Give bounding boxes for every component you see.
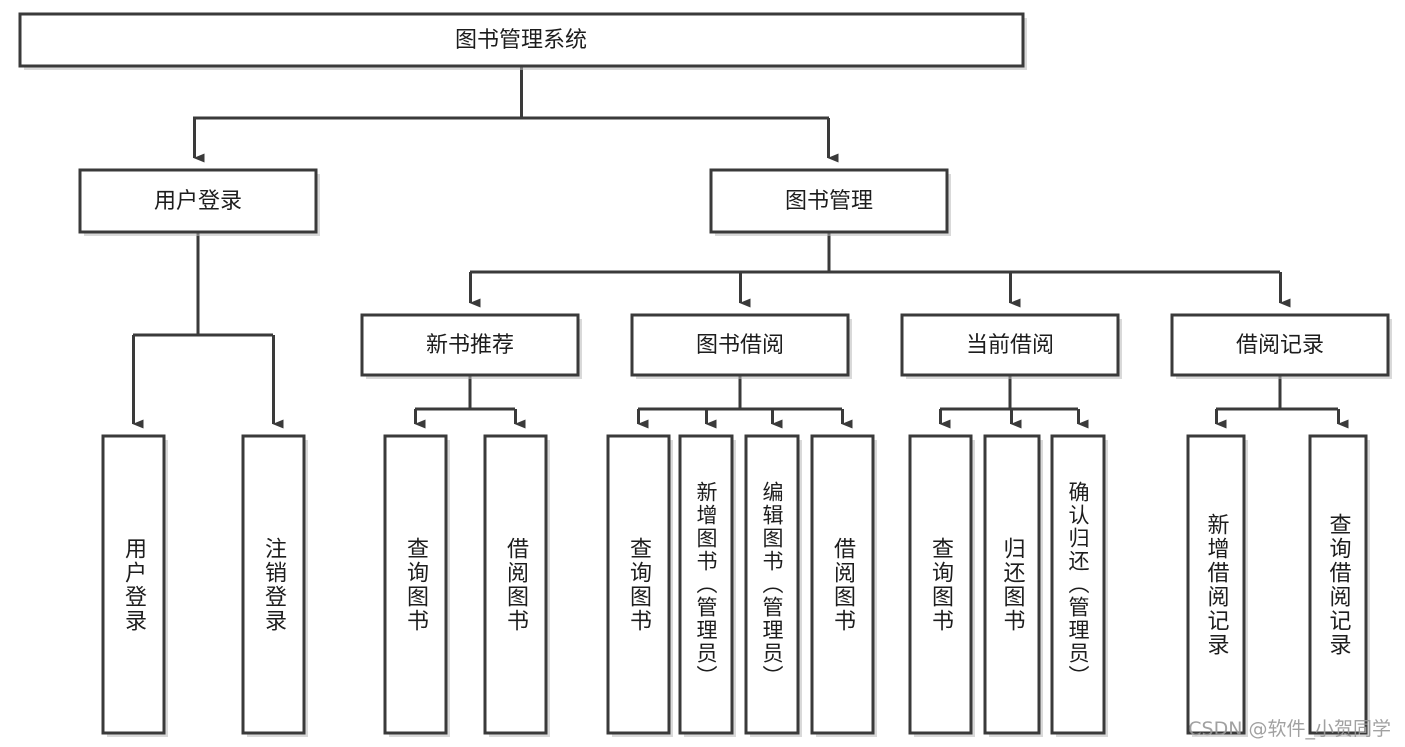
node-leaf-user-login-label: 用户登录 [121, 536, 147, 633]
node-leaf-borrow-book-rec-label: 借阅图书 [503, 536, 529, 633]
node-leaf-edit-book-admin-box[interactable] [744, 434, 800, 735]
node-leaf-add-book-admin-label: 新增图书（管理员） [694, 481, 719, 688]
node-leaf-query-book-borrow-box[interactable] [606, 434, 671, 735]
node-leaf-borrow-book-rec-box[interactable] [483, 434, 548, 735]
node-leaf-return-book-box[interactable] [983, 434, 1041, 735]
node-leaf-logout-label: 注销登录 [261, 536, 287, 633]
node-leaf-query-borrow-record-label: 查询借阅记录 [1325, 512, 1351, 657]
node-leaf-logout-box[interactable] [241, 434, 306, 735]
node-new-book-recommend-box[interactable] [360, 313, 580, 377]
node-user-login-label: 用户登录 [154, 189, 242, 214]
node-book-borrow-box[interactable] [630, 313, 850, 377]
connector-group [132, 66, 1349, 429]
node-book-management-box[interactable] [709, 168, 949, 234]
node-leaf-query-borrow-record-box[interactable] [1308, 434, 1368, 735]
node-leaf-return-book-label: 归还图书 [999, 536, 1025, 633]
node-root-box[interactable] [18, 12, 1025, 68]
watermark-text: CSDN @软件_小贺同学 [1188, 718, 1391, 740]
node-leaf-borrow-book-box[interactable] [810, 434, 875, 735]
node-leaf-borrow-book-label: 借阅图书 [830, 536, 856, 633]
box-group: 图书管理系统 用户登录 图书管理 新书推荐 图书借阅 当前借阅 借阅记录 [18, 12, 1392, 737]
node-user-login-box[interactable] [78, 168, 318, 234]
node-leaf-query-book-current-label: 查询图书 [928, 536, 954, 633]
node-leaf-add-borrow-record-box[interactable] [1186, 434, 1246, 735]
node-book-borrow-label: 图书借阅 [696, 333, 784, 358]
node-new-book-recommend-label: 新书推荐 [426, 333, 514, 358]
node-leaf-query-book-rec-box[interactable] [383, 434, 448, 735]
node-borrow-record-label: 借阅记录 [1236, 333, 1324, 358]
node-root-label: 图书管理系统 [455, 28, 587, 53]
node-leaf-user-login-box[interactable] [101, 434, 166, 735]
node-leaf-query-book-borrow-label: 查询图书 [626, 536, 652, 633]
node-leaf-confirm-return-admin-label: 确认归还（管理员） [1066, 481, 1091, 688]
node-current-borrow-box[interactable] [900, 313, 1120, 377]
node-leaf-query-book-current-box[interactable] [908, 434, 973, 735]
node-leaf-confirm-return-admin-box[interactable] [1050, 434, 1106, 735]
node-leaf-edit-book-admin-label: 编辑图书（管理员） [760, 481, 785, 688]
node-book-management-label: 图书管理 [785, 189, 873, 214]
node-current-borrow-label: 当前借阅 [966, 333, 1054, 358]
node-leaf-query-book-rec-label: 查询图书 [403, 536, 429, 633]
node-leaf-add-book-admin-box[interactable] [678, 434, 734, 735]
node-leaf-add-borrow-record-label: 新增借阅记录 [1203, 512, 1229, 657]
node-borrow-record-box[interactable] [1170, 313, 1390, 377]
